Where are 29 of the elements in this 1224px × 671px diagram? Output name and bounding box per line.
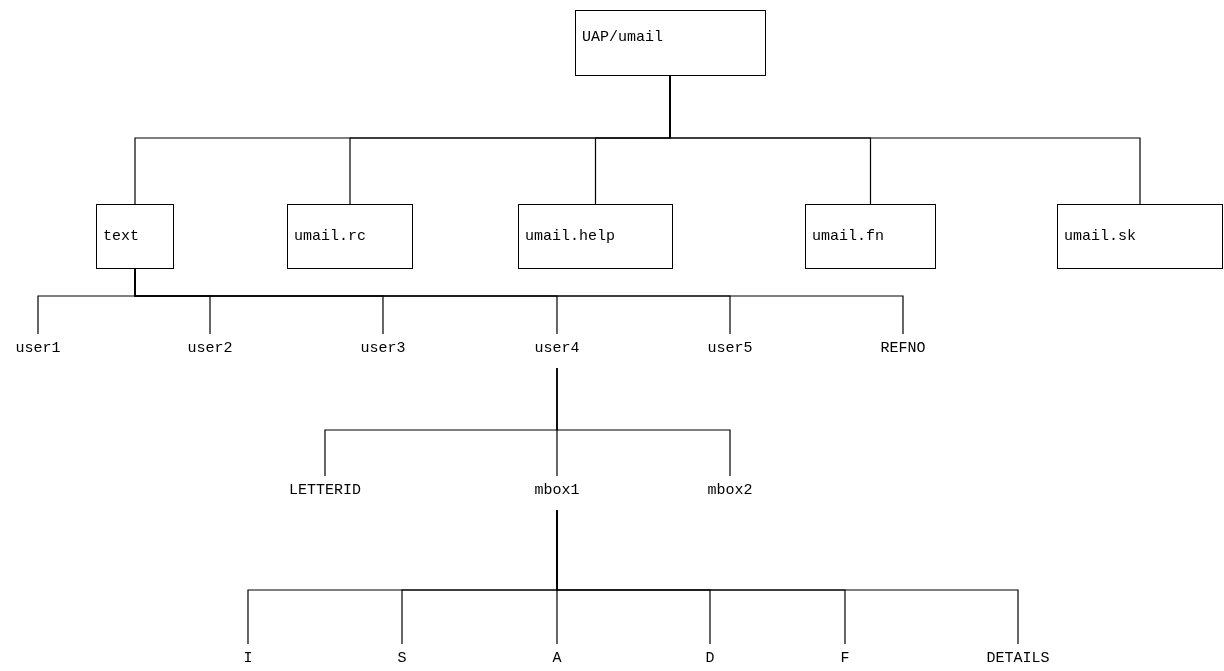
directory-name: REFNO bbox=[880, 340, 926, 358]
directory-name: LETTERID bbox=[289, 482, 361, 500]
directory-name: mbox1 bbox=[534, 482, 580, 500]
directory-name: user4 bbox=[534, 340, 580, 358]
directory-name: user3 bbox=[360, 340, 406, 358]
directory-box bbox=[96, 204, 174, 269]
box-label: text bbox=[103, 228, 139, 245]
directory-box bbox=[1057, 204, 1223, 269]
box-label: UAP/umail bbox=[582, 29, 663, 46]
box-label: umail.rc bbox=[294, 228, 366, 245]
directory-name: DETAILS bbox=[986, 650, 1050, 668]
tree-connector bbox=[556, 509, 1019, 645]
directory-name: F bbox=[840, 650, 850, 668]
directory-name: user2 bbox=[187, 340, 233, 358]
directory-box bbox=[518, 204, 673, 269]
box-label: umail.help bbox=[525, 228, 615, 245]
directory-box bbox=[287, 204, 413, 269]
directory-box bbox=[805, 204, 936, 269]
tree-connector bbox=[556, 367, 731, 477]
directory-name: user5 bbox=[707, 340, 753, 358]
box-label: umail.sk bbox=[1064, 228, 1136, 245]
directory-name: user1 bbox=[15, 340, 61, 358]
directory-name: mbox2 bbox=[707, 482, 753, 500]
box-label: umail.fn bbox=[812, 228, 884, 245]
directory-box bbox=[575, 10, 766, 76]
directory-name: D bbox=[705, 650, 715, 668]
directory-name: A bbox=[552, 650, 562, 668]
directory-name: S bbox=[397, 650, 407, 668]
directory-name: I bbox=[243, 650, 253, 668]
